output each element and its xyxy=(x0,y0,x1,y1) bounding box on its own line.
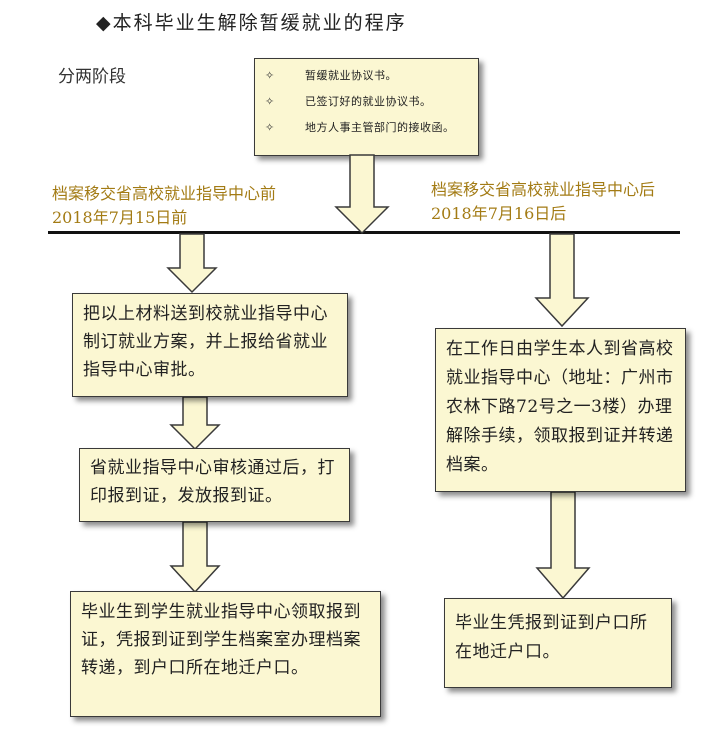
left-step-3-box: 毕业生到学生就业指导中心领取报到证，凭报到证到学生档案室办理档案转递，到户口所在… xyxy=(70,591,381,717)
diamond-bullet-icon: ✧ xyxy=(265,121,275,134)
document-item-text: 已签订好的就业协议书。 xyxy=(305,95,432,108)
stage-after-title: 档案移交省高校就业指导中心后 xyxy=(431,180,656,199)
stage-before-date: 2018年7月15日前 xyxy=(52,208,188,227)
left-step-1-text: 把以上材料送到校就业指导中心制订就业方案，并上报给省就业指导中心审批。 xyxy=(83,304,328,380)
document-item: ✧ 地方人事主管部门的接收函。 xyxy=(265,115,468,141)
left-step-1-box: 把以上材料送到校就业指导中心制订就业方案，并上报给省就业指导中心审批。 xyxy=(72,293,348,397)
right-step-2-box: 毕业生凭报到证到户口所在地迁户口。 xyxy=(444,598,672,688)
down-arrow-icon xyxy=(169,521,221,594)
document-item: ✧ 暂缓就业协议书。 xyxy=(265,63,468,89)
stage-before-label: 档案移交省高校就业指导中心前 2018年7月15日前 xyxy=(52,182,276,230)
down-arrow-icon xyxy=(166,233,218,294)
down-arrow-icon xyxy=(534,233,590,328)
left-step-2-text: 省就业指导中心审核通过后，打印报到证，发放报到证。 xyxy=(90,458,335,506)
subtitle: 分两阶段 xyxy=(58,67,126,87)
stage-after-date: 2018年7月16日后 xyxy=(431,204,567,223)
document-item-text: 暂缓就业协议书。 xyxy=(305,69,397,82)
left-step-2-box: 省就业指导中心审核通过后，打印报到证，发放报到证。 xyxy=(79,448,350,522)
down-arrow-icon xyxy=(535,491,591,600)
down-arrow-icon xyxy=(334,154,390,235)
diamond-bullet-icon: ✧ xyxy=(265,69,275,82)
required-documents-box: ✧ 暂缓就业协议书。 ✧ 已签订好的就业协议书。 ✧ 地方人事主管部门的接收函。 xyxy=(254,58,479,156)
stage-after-label: 档案移交省高校就业指导中心后 2018年7月16日后 xyxy=(431,178,655,226)
diagram-title: ◆本科毕业生解除暂缓就业的程序 xyxy=(96,12,407,34)
timeline-divider xyxy=(48,231,680,234)
left-step-3-text: 毕业生到学生就业指导中心领取报到证，凭报到证到学生档案室办理档案转递，到户口所在… xyxy=(81,602,361,678)
right-step-2-text: 毕业生凭报到证到户口所在地迁户口。 xyxy=(455,613,648,662)
document-item: ✧ 已签订好的就业协议书。 xyxy=(265,89,468,115)
right-step-1-box: 在工作日由学生本人到省高校就业指导中心（地址：广州市农林下路72号之一3楼）办理… xyxy=(435,328,686,492)
document-item-text: 地方人事主管部门的接收函。 xyxy=(305,121,455,134)
right-step-1-text: 在工作日由学生本人到省高校就业指导中心（地址：广州市农林下路72号之一3楼）办理… xyxy=(446,339,674,475)
down-arrow-icon xyxy=(169,396,221,451)
stage-before-title: 档案移交省高校就业指导中心前 xyxy=(52,184,277,203)
diamond-bullet-icon: ✧ xyxy=(265,95,275,108)
